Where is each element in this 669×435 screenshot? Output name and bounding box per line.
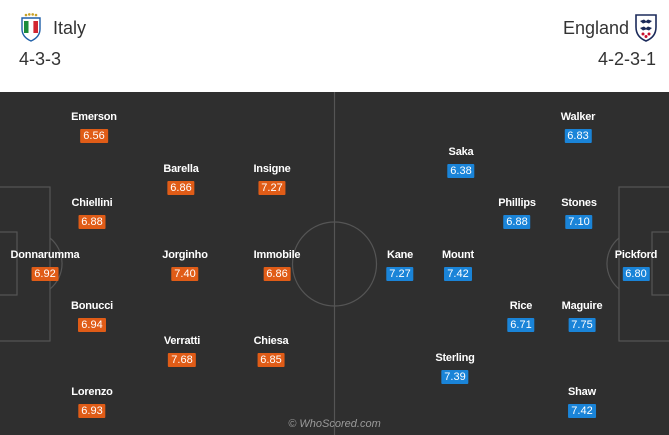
- player-bonucci[interactable]: Bonucci 6.94: [71, 300, 113, 333]
- credit-watermark: © WhoScored.com: [288, 418, 381, 430]
- player-rating: 6.86: [167, 181, 195, 195]
- player-mount[interactable]: Mount 7.42: [442, 249, 474, 282]
- player-name: Jorginho: [162, 249, 208, 261]
- player-name: Phillips: [498, 197, 536, 209]
- player-maguire[interactable]: Maguire 7.75: [562, 300, 603, 333]
- player-sterling[interactable]: Sterling 7.39: [435, 352, 475, 385]
- player-rating: 6.94: [78, 318, 106, 332]
- player-name: Walker: [560, 111, 596, 123]
- player-walker[interactable]: Walker 6.83: [561, 111, 595, 144]
- player-rating: 7.40: [171, 267, 199, 281]
- player-rating: 7.42: [568, 404, 596, 418]
- player-kane[interactable]: Kane 7.27: [386, 249, 414, 282]
- player-rating: 7.10: [565, 215, 593, 229]
- player-phillips[interactable]: Phillips 6.88: [498, 197, 536, 230]
- player-rating: 7.75: [568, 318, 596, 332]
- player-name: Insigne: [253, 163, 291, 175]
- player-name: Bonucci: [71, 300, 113, 312]
- england-crest-icon: [635, 14, 657, 42]
- player-rating: 6.38: [447, 164, 475, 178]
- player-name: Saka: [448, 146, 474, 158]
- italy-crest-icon: [21, 13, 41, 42]
- player-donnarumma[interactable]: Donnarumma 6.92: [11, 249, 80, 282]
- player-chiesa[interactable]: Chiesa 6.85: [254, 335, 289, 368]
- player-rating: 6.92: [31, 267, 59, 281]
- away-formation: 4-2-3-1: [597, 49, 656, 69]
- player-name: Sterling: [435, 352, 475, 364]
- player-stones[interactable]: Stones 7.10: [561, 197, 597, 230]
- player-rating: 6.93: [78, 404, 106, 418]
- player-rating: 7.27: [386, 267, 414, 281]
- player-name: Rice: [509, 300, 533, 312]
- player-insigne[interactable]: Insigne 7.27: [253, 163, 291, 196]
- home-team-name: Italy: [53, 18, 87, 38]
- player-rating: 7.42: [444, 267, 472, 281]
- player-name: Donnarumma: [10, 249, 80, 261]
- player-name: Pickford: [614, 249, 658, 261]
- player-chiellini[interactable]: Chiellini 6.88: [72, 197, 113, 230]
- player-rice[interactable]: Rice 6.71: [507, 300, 535, 333]
- player-rating: 6.83: [564, 129, 592, 143]
- player-rating: 7.39: [441, 370, 469, 384]
- player-rating: 7.27: [258, 181, 286, 195]
- player-pickford[interactable]: Pickford 6.80: [615, 249, 657, 282]
- player-rating: 6.88: [78, 215, 106, 229]
- player-name: Emerson: [71, 111, 117, 123]
- pitch-markings: [0, 92, 669, 435]
- player-saka[interactable]: Saka 6.38: [447, 146, 475, 179]
- player-lorenzo[interactable]: Lorenzo 6.93: [71, 386, 113, 419]
- player-name: Chiellini: [71, 197, 113, 209]
- player-emerson[interactable]: Emerson 6.56: [71, 111, 117, 144]
- player-rating: 6.71: [507, 318, 535, 332]
- player-shaw[interactable]: Shaw 7.42: [568, 386, 596, 419]
- player-rating: 6.85: [257, 353, 285, 367]
- player-rating: 6.88: [503, 215, 531, 229]
- player-name: Mount: [442, 249, 474, 261]
- player-rating: 6.80: [622, 267, 650, 281]
- player-barella[interactable]: Barella 6.86: [163, 163, 199, 196]
- player-name: Barella: [163, 163, 199, 175]
- player-name: Maguire: [561, 300, 603, 312]
- home-formation: 4-3-3: [19, 49, 62, 69]
- player-rating: 6.56: [80, 129, 108, 143]
- match-header: Italy 4-3-3 England 4-2-3-1: [0, 0, 669, 92]
- player-name: Immobile: [253, 249, 301, 261]
- player-name: Chiesa: [253, 335, 289, 347]
- player-name: Kane: [386, 249, 414, 261]
- player-rating: 7.68: [168, 353, 196, 367]
- player-rating: 6.86: [263, 267, 291, 281]
- player-verratti[interactable]: Verratti 7.68: [164, 335, 200, 368]
- player-immobile[interactable]: Immobile 6.86: [254, 249, 301, 282]
- pitch: Emerson 6.56 Chiellini 6.88 Donnarumma 6…: [0, 92, 669, 435]
- player-name: Verratti: [163, 335, 201, 347]
- away-team-name: England: [562, 18, 629, 38]
- player-jorginho[interactable]: Jorginho 7.40: [162, 249, 208, 282]
- player-name: Lorenzo: [71, 386, 113, 398]
- player-name: Shaw: [568, 386, 596, 398]
- player-name: Stones: [561, 197, 597, 209]
